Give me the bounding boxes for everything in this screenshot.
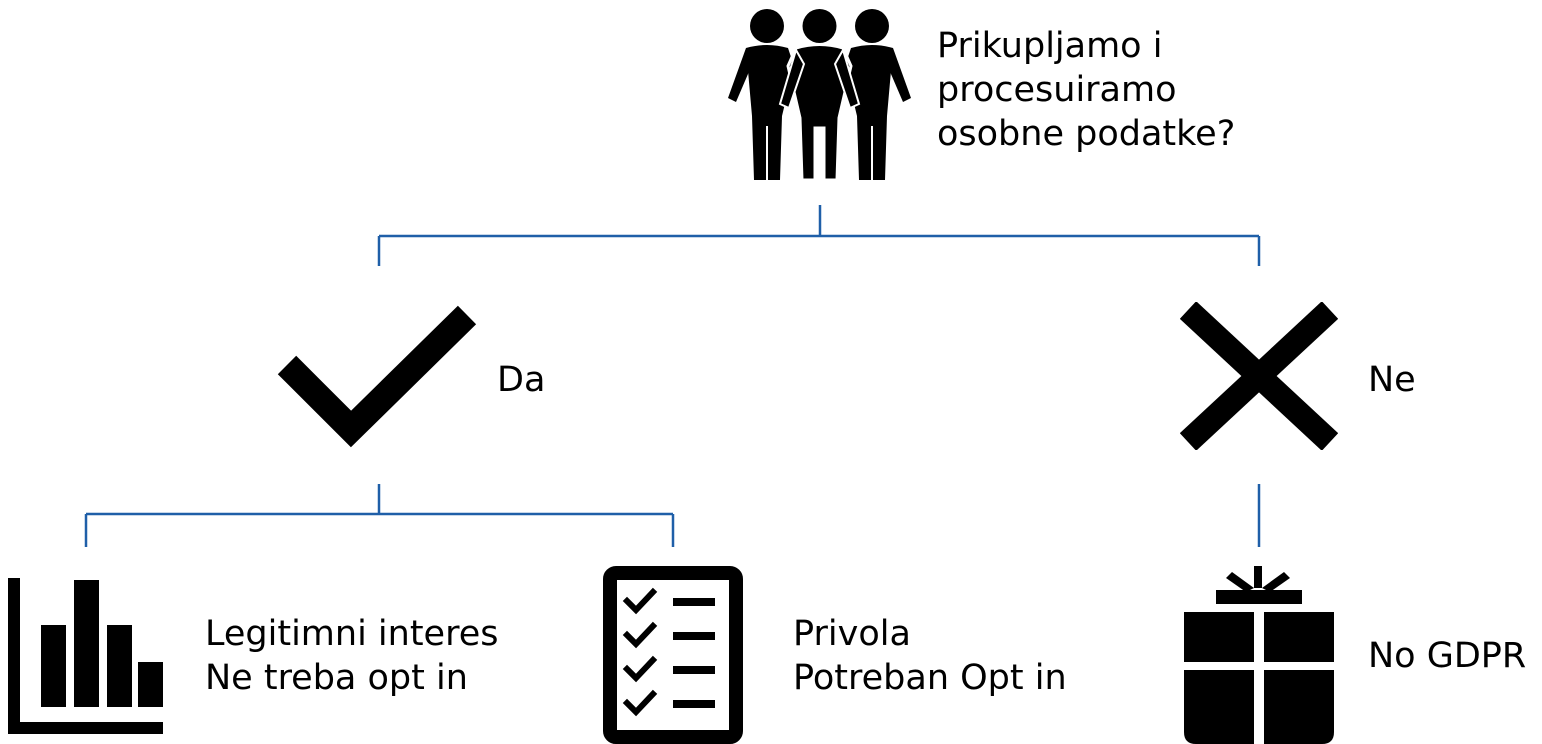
people-group-icon <box>728 9 911 182</box>
legitimate-interest-line-2: Ne treba opt in <box>205 658 468 698</box>
consent-line-1: Privola <box>793 614 911 654</box>
root-question-line-1: Prikupljamo i <box>937 26 1163 66</box>
gift-box-icon <box>1184 566 1334 744</box>
consent-label: Privola Potreban Opt in <box>793 612 1067 700</box>
checklist-icon <box>603 566 743 744</box>
checkmark-icon <box>277 305 477 448</box>
cross-icon <box>1180 302 1338 450</box>
root-question-line-2: procesuiramo <box>937 70 1177 110</box>
root-question: Prikupljamo i procesuiramo osobne podatk… <box>937 24 1235 156</box>
root-question-line-3: osobne podatke? <box>937 114 1236 154</box>
no-gdpr-label: No GDPR <box>1368 636 1527 676</box>
bar-chart-icon <box>8 578 163 734</box>
no-label: Ne <box>1368 360 1416 400</box>
consent-line-2: Potreban Opt in <box>793 658 1067 698</box>
legitimate-interest-label: Legitimni interes Ne treba opt in <box>205 612 498 700</box>
legitimate-interest-line-1: Legitimni interes <box>205 614 499 654</box>
yes-label: Da <box>497 360 546 400</box>
